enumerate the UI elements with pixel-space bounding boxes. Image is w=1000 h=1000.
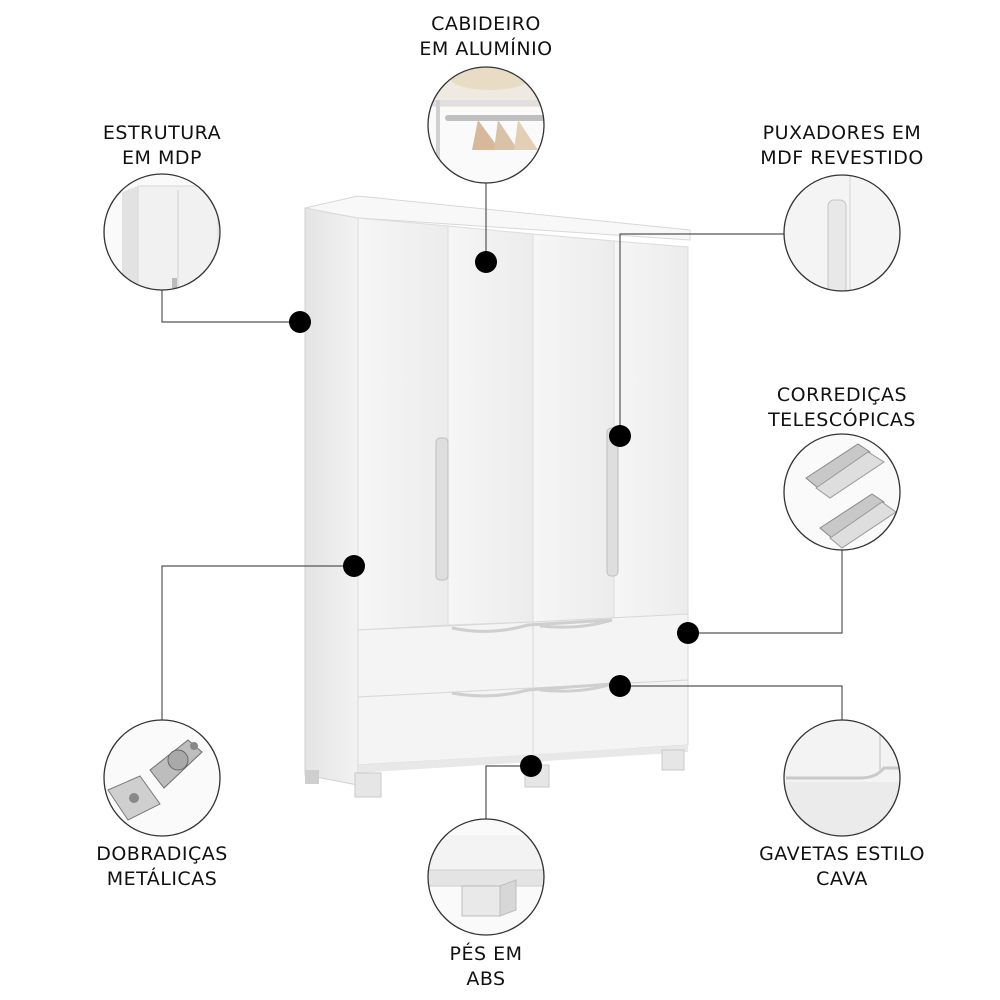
wardrobe-top-panel <box>304 195 691 241</box>
foot-4 <box>661 749 685 771</box>
drawer-1 <box>357 621 534 698</box>
drawer-cava-top <box>451 618 613 633</box>
drawer-cava-bottom <box>451 682 613 698</box>
label-estrutura-line2: EM MDP <box>122 147 202 169</box>
label-gavetas: GAVETAS ESTILO CAVA <box>732 842 952 892</box>
detail-pes <box>427 818 545 936</box>
label-dobradicas-line1: DOBRADIÇAS <box>96 843 228 865</box>
label-estrutura: ESTRUTURA EM MDP <box>62 121 262 171</box>
label-pes-line1: PÉS EM <box>449 943 523 965</box>
leader-line-corredicas <box>688 550 843 634</box>
door-3 <box>532 233 615 623</box>
label-dobradicas: DOBRADIÇAS METÁLICAS <box>62 842 262 892</box>
leader-line-pes <box>485 765 531 820</box>
marker-estrutura <box>289 311 311 333</box>
label-puxadores-line1: PUXADORES EM <box>762 122 922 144</box>
door-1 <box>357 217 449 631</box>
marker-corredicas <box>677 622 699 644</box>
foot-1 <box>354 772 382 798</box>
door-handle-left <box>435 437 449 581</box>
leader-line-estrutura <box>161 290 300 323</box>
label-cabideiro-line2: EM ALUMÍNIO <box>419 38 553 60</box>
foot-2 <box>305 770 319 784</box>
drawer-2 <box>532 613 689 689</box>
detail-cabideiro <box>427 66 545 184</box>
label-puxadores: PUXADORES EM MDF REVESTIDO <box>732 121 952 171</box>
detail-gavetas <box>783 719 901 837</box>
detail-estrutura <box>103 173 221 291</box>
marker-gavetas <box>609 675 631 697</box>
marker-dobradicas <box>343 555 365 577</box>
label-pes: PÉS EM ABS <box>386 942 586 992</box>
door-handle-right <box>606 427 619 577</box>
label-estrutura-line1: ESTRUTURA <box>102 122 222 144</box>
leader-line-puxadores <box>619 233 785 436</box>
door-2 <box>447 225 534 626</box>
label-puxadores-line2: MDF REVESTIDO <box>760 147 924 169</box>
label-gavetas-line1: GAVETAS ESTILO <box>759 843 925 865</box>
detail-corredicas <box>783 433 901 551</box>
label-cabideiro-line1: CABIDEIRO <box>431 13 541 35</box>
leader-line-dobradicas <box>161 565 354 720</box>
marker-cabideiro <box>475 251 497 273</box>
label-dobradicas-line2: METÁLICAS <box>106 868 218 890</box>
marker-pes <box>520 755 542 777</box>
marker-puxadores <box>609 425 631 447</box>
label-corredicas: CORREDIÇAS TELESCÓPICAS <box>742 383 942 433</box>
detail-dobradicas <box>103 719 221 837</box>
label-corredicas-line2: TELESCÓPICAS <box>768 409 916 431</box>
leader-line-gavetas <box>620 685 843 722</box>
label-gavetas-line2: CAVA <box>816 868 868 890</box>
label-cabideiro: CABIDEIRO EM ALUMÍNIO <box>386 12 586 62</box>
label-corredicas-line1: CORREDIÇAS <box>776 384 908 406</box>
label-pes-line2: ABS <box>466 968 506 990</box>
wardrobe-side-panel <box>304 207 359 786</box>
detail-puxadores <box>783 174 901 292</box>
drawer-3 <box>357 687 534 766</box>
